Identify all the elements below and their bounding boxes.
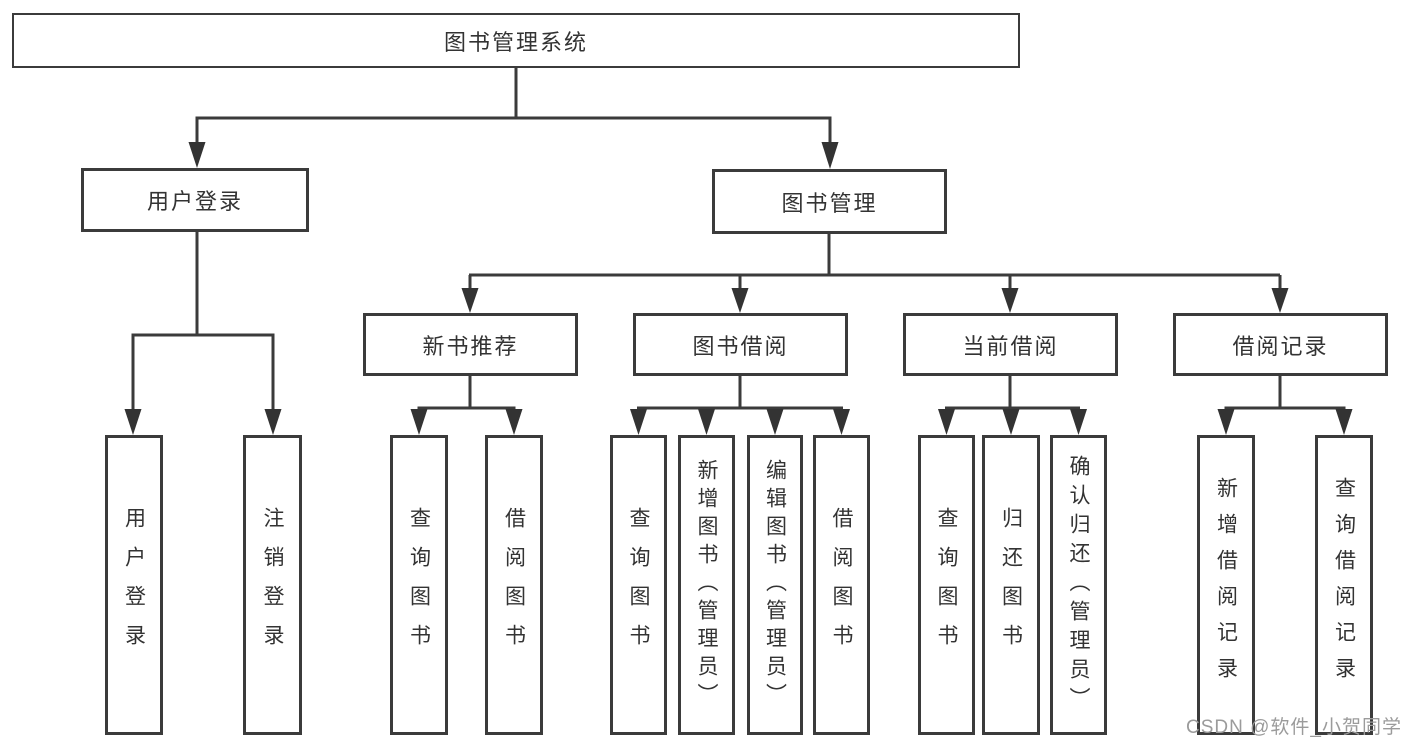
connector-book-borrow-children xyxy=(630,376,850,435)
connector-book-mgmt-children xyxy=(461,234,1289,313)
node-user-login-label: 用户登录 xyxy=(146,189,243,214)
node-book-borrow-label: 图书借阅 xyxy=(692,333,789,359)
leaf-borrow-book: 借阅图书 xyxy=(813,435,870,735)
leaf-return-book: 归还图书 xyxy=(982,435,1040,735)
leaf-user-login: 用户登录 xyxy=(105,435,163,735)
node-book-mgmt-label: 图书管理 xyxy=(781,190,878,216)
leaf-edit-book-admin: 编辑图书（管理员） xyxy=(747,435,803,735)
csdn-watermark: CSDN @软件_小贺同学 xyxy=(1186,717,1402,738)
connector-borrow-record-children xyxy=(1217,376,1353,435)
leaf-add-borrow-record: 新增借阅记录 xyxy=(1197,435,1255,735)
connector-user-login-children xyxy=(124,232,282,435)
node-root: 图书管理系统 xyxy=(12,13,1020,68)
leaf-query-borrow-record: 查询借阅记录 xyxy=(1315,435,1373,735)
node-borrow-record-label: 借阅记录 xyxy=(1232,333,1329,359)
node-user-login: 用户登录 xyxy=(81,168,309,232)
leaf-query-book-borrow: 查询图书 xyxy=(610,435,667,735)
node-current-borrow: 当前借阅 xyxy=(903,313,1118,376)
connector-root-to-level2 xyxy=(188,68,839,169)
connector-current-borrow-children xyxy=(938,376,1087,435)
node-book-mgmt: 图书管理 xyxy=(712,169,947,234)
node-book-borrow: 图书借阅 xyxy=(633,313,848,376)
leaf-add-book-admin: 新增图书（管理员） xyxy=(678,435,735,735)
leaf-query-book-rec: 查询图书 xyxy=(390,435,448,735)
node-borrow-record: 借阅记录 xyxy=(1173,313,1388,376)
leaf-confirm-return-admin: 确认归还（管理员） xyxy=(1050,435,1107,735)
node-current-borrow-label: 当前借阅 xyxy=(962,333,1059,359)
node-root-label: 图书管理系统 xyxy=(443,29,588,55)
node-new-book-rec-label: 新书推荐 xyxy=(422,333,519,359)
leaf-logout: 注销登录 xyxy=(243,435,302,735)
connector-new-book-rec-children xyxy=(410,376,523,435)
leaf-borrow-book-rec: 借阅图书 xyxy=(485,435,543,735)
node-new-book-rec: 新书推荐 xyxy=(363,313,578,376)
leaf-query-book-current: 查询图书 xyxy=(918,435,975,735)
